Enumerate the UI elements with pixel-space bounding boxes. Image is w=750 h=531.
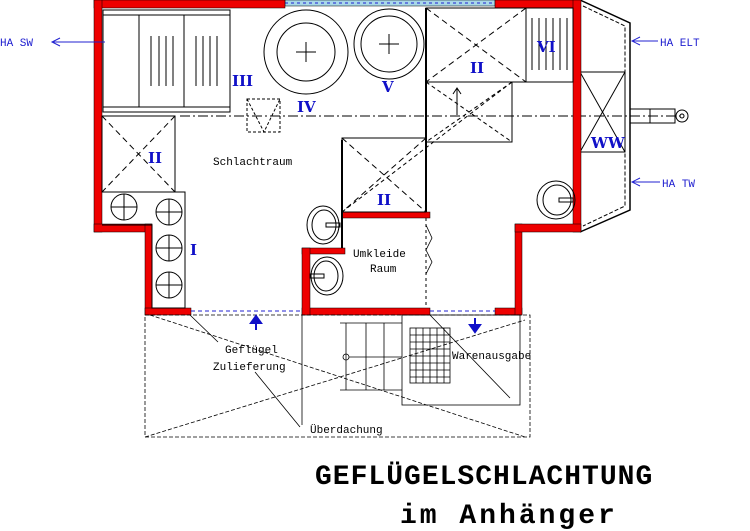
equipment-v — [353, 8, 425, 80]
equipment-ii-left — [101, 115, 176, 193]
roof-area — [144, 314, 531, 438]
output-arrow-icon — [468, 318, 482, 334]
equipment-ii-top — [425, 7, 574, 83]
connection-label-tw: HA TW — [662, 179, 695, 191]
label-ii-middle: II — [377, 191, 391, 209]
label-vi: VI — [536, 38, 556, 56]
title-line-1: GEFLÜGELSCHLACHTUNG — [315, 461, 653, 493]
room-label-schlachtraum: Schlachtraum — [213, 157, 293, 169]
equipment-ii-middle — [341, 81, 513, 213]
equipment-iv — [263, 9, 349, 95]
sink — [309, 256, 344, 296]
label-iv: IV — [297, 98, 316, 116]
label-ii-left: II — [148, 149, 162, 167]
label-ww: WW — [590, 134, 626, 152]
room-label-umkleide: Umkleide — [353, 249, 406, 261]
equipment-i — [102, 191, 186, 309]
sink — [536, 180, 576, 220]
label-gefluegel: Geflügel — [225, 345, 278, 357]
label-warenausgabe: Warenausgabe — [452, 351, 531, 363]
label-ueberdachung: Überdachung — [310, 424, 383, 437]
label-zulieferung: Zulieferung — [213, 362, 286, 374]
label-iii: III — [232, 72, 253, 90]
room-label-raum: Raum — [370, 264, 397, 276]
connection-label-elt: HA ELT — [660, 38, 700, 50]
delivery-arrow-icon — [249, 314, 263, 330]
label-v: V — [381, 78, 394, 96]
sink — [306, 205, 341, 245]
floor-drain — [246, 98, 281, 134]
equipment-iii — [102, 9, 231, 113]
title-line-2: im Anhänger — [400, 501, 618, 531]
label-ii-top: II — [470, 59, 484, 77]
connection-arrows — [50, 36, 660, 187]
label-i: I — [190, 241, 197, 259]
connection-label-sw: HA SW — [0, 38, 33, 50]
walls — [93, 0, 582, 316]
